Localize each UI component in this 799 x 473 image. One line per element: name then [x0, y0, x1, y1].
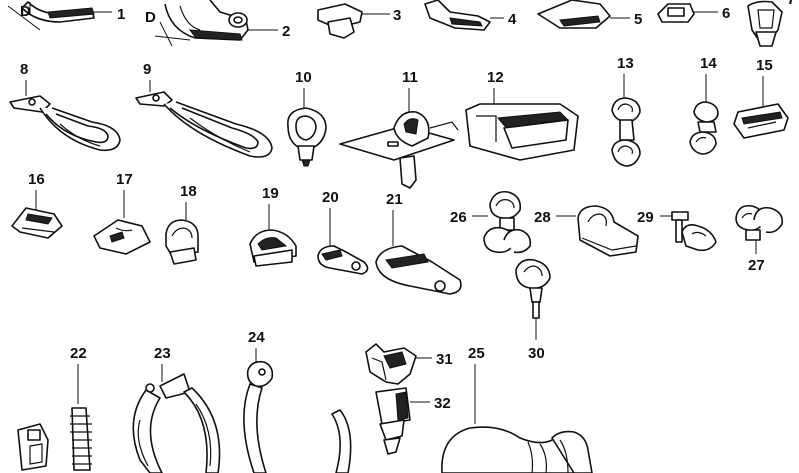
part-7-mounting-clip — [747, 0, 783, 47]
part-6-small-clip — [657, 3, 718, 23]
part-label-30: 30 — [528, 345, 545, 362]
part-27-double-ring-clip — [735, 204, 784, 241]
part-label-17: 17 — [116, 171, 133, 188]
part-10-grommet-clip — [287, 107, 327, 167]
part-label-23: 23 — [154, 345, 171, 362]
part-16-flat-clip — [11, 207, 63, 239]
part-8-cable-strap — [9, 95, 121, 152]
part-label-22: 22 — [70, 345, 87, 362]
part-29-pin-clip — [671, 211, 717, 252]
part-2-hose-clamp-eyelet — [154, 0, 278, 47]
part-30-stem-clip — [515, 258, 551, 319]
part-label-9: 9 — [143, 61, 151, 78]
part-label-1: 1 — [117, 6, 125, 23]
part-23-strap-tie — [132, 373, 221, 473]
part-label-6: 6 — [722, 5, 730, 22]
part-label-21: 21 — [386, 191, 403, 208]
part-label-26: 26 — [450, 209, 467, 226]
part-label-29: 29 — [637, 209, 654, 226]
part-label-31: 31 — [436, 351, 453, 368]
part-3-push-clip — [317, 3, 390, 39]
part-12-connector-bracket — [465, 103, 579, 161]
part-19-u-clip — [249, 229, 297, 267]
part-label-27: 27 — [748, 257, 765, 274]
part-label-14: 14 — [700, 55, 717, 72]
part-label-16: 16 — [28, 171, 45, 188]
part-label-19: 19 — [262, 185, 279, 202]
part-label-13: 13 — [617, 55, 634, 72]
dimension-d-label-1: D — [20, 3, 31, 20]
part-label-5: 5 — [634, 11, 642, 28]
part-26-stacked-clip — [483, 190, 532, 254]
part-label-11: 11 — [402, 69, 418, 86]
part-label-28: 28 — [534, 209, 551, 226]
part-24-loop-tie — [243, 360, 352, 473]
part-5-angled-bracket — [537, 0, 630, 29]
part-11-plate-clip — [339, 111, 459, 189]
part-31-retainer-clip — [365, 343, 417, 385]
part-17-flat-clip — [93, 219, 151, 255]
part-label-12: 12 — [487, 69, 504, 86]
part-label-7: 7 — [787, 0, 795, 8]
part-label-10: 10 — [295, 69, 312, 86]
part-28-block-clip — [577, 205, 639, 257]
part-4-bracket-clip — [424, 0, 504, 31]
part-label-3: 3 — [393, 7, 401, 24]
part-label-4: 4 — [508, 11, 517, 28]
part-label-8: 8 — [20, 61, 28, 78]
part-14-double-clip — [689, 101, 719, 155]
part-20-eyelet-clip — [317, 245, 369, 275]
part-label-32: 32 — [434, 395, 451, 412]
part-22-ratchet-tie — [17, 407, 92, 471]
part-label-25: 25 — [468, 345, 485, 362]
part-label-24: 24 — [248, 329, 265, 346]
part-label-20: 20 — [322, 189, 339, 206]
part-9-cable-strap — [135, 91, 273, 158]
part-label-15: 15 — [756, 57, 773, 74]
part-label-18: 18 — [180, 183, 197, 200]
part-25-protective-boot — [441, 426, 593, 473]
part-21-eyelet-clip — [375, 245, 462, 295]
part-15-flat-clip — [733, 103, 789, 139]
part-1-hose-clamp — [7, 1, 112, 31]
part-32-push-fastener — [375, 387, 411, 455]
part-13-double-clip — [611, 97, 641, 167]
dimension-d-label-2: D — [145, 9, 156, 26]
part-18-bracket-clip — [165, 219, 199, 265]
part-label-2: 2 — [282, 23, 290, 40]
